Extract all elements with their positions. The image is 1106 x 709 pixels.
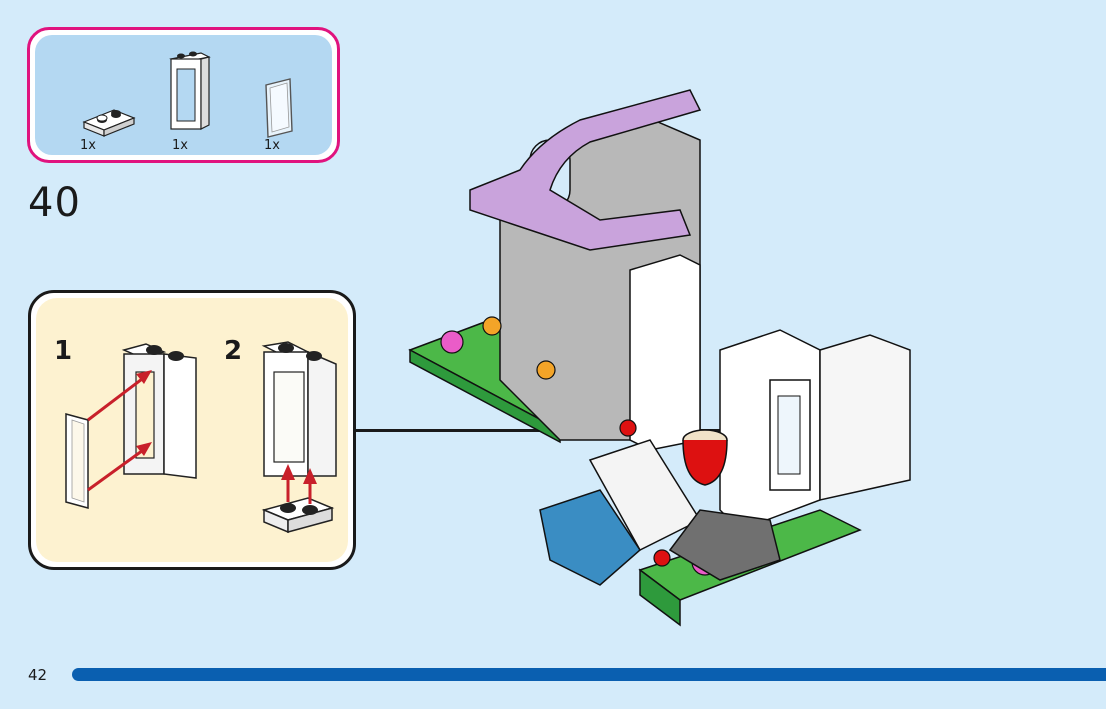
window-assembled-icon — [261, 341, 337, 477]
part-plate-1x2-image — [82, 109, 136, 137]
sub-assembly-callout: 1 2 — [28, 290, 356, 570]
parts-list: 1x 1x 1x — [35, 35, 332, 155]
plate-icon — [261, 497, 335, 534]
substep-number: 2 — [224, 336, 243, 366]
callout-panel: 1 2 — [36, 298, 348, 562]
page-progress-bar — [72, 668, 1106, 681]
grey-rock — [668, 509, 781, 581]
pink-flower — [440, 330, 464, 354]
part-qty: 1x — [80, 138, 96, 153]
part-qty: 1x — [172, 138, 188, 153]
window-glass-icon — [65, 413, 89, 509]
assembly-arrow-icon — [87, 370, 152, 492]
model-illustration — [408, 89, 911, 627]
part-window-glass-image — [265, 78, 293, 138]
lavender-arch — [469, 89, 702, 251]
step-number: 40 — [28, 180, 81, 226]
page-number: 42 — [28, 666, 48, 684]
substep-number: 1 — [54, 336, 73, 366]
parts-list-frame: 1x 1x 1x — [27, 27, 340, 163]
part-window-frame-image — [169, 51, 211, 130]
part-qty: 1x — [264, 138, 280, 153]
substep-illustrations — [65, 341, 337, 534]
white-column — [629, 254, 701, 451]
assembly-arrow-icon — [281, 464, 317, 504]
water-slope — [539, 489, 641, 586]
